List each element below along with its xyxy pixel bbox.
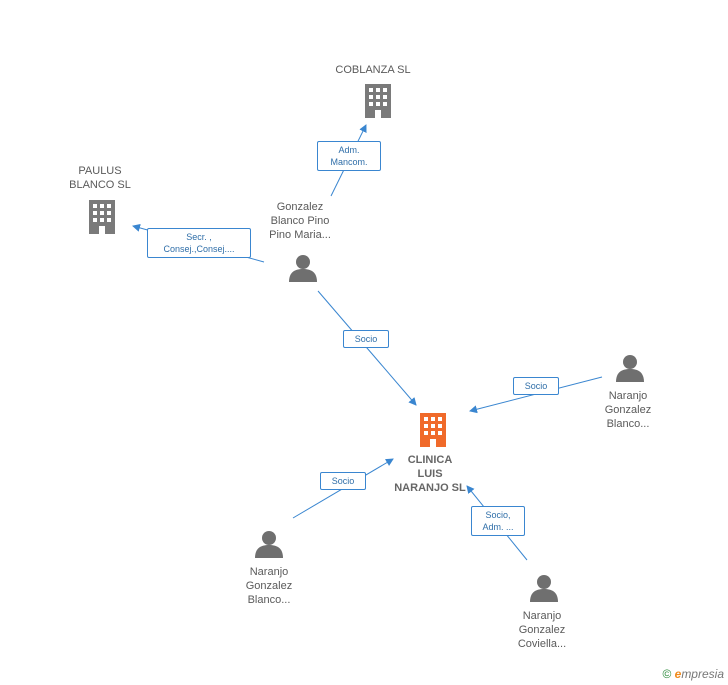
- naranjo-bottom-person-icon[interactable]: [530, 575, 558, 602]
- copyright-symbol: ©: [662, 667, 672, 681]
- empresia-logo-text: mpresia: [681, 667, 724, 681]
- edge-label-socio-left-line1: Socio: [331, 476, 355, 486]
- naranjo-right-person-icon[interactable]: [616, 355, 644, 382]
- naranjo-left-label-line2: Gonzalez: [245, 580, 293, 592]
- empresia-logo-e: e: [674, 667, 682, 681]
- clinica-label-line2: LUIS: [417, 468, 443, 480]
- empresia-footer: © empresia: [662, 667, 724, 681]
- edge-gonzalez-clinica: [317, 290, 417, 406]
- node-paulus[interactable]: PAULUS BLANCO SL: [50, 164, 150, 192]
- edge-label-adm-mancom-line1: Adm.: [338, 145, 360, 155]
- edge-label-adm-mancom-line2: Mancom.: [330, 157, 368, 167]
- edge-label-socio-adm-line2: Adm. ...: [482, 522, 514, 532]
- coblanza-building-icon[interactable]: [365, 84, 391, 118]
- node-naranjo-bottom[interactable]: Naranjo Gonzalez Coviella...: [494, 609, 590, 651]
- naranjo-left-label-line3: Blanco...: [247, 594, 291, 606]
- edge-label-adm-mancom[interactable]: Adm. Mancom.: [317, 141, 381, 171]
- naranjo-right-label-line3: Blanco...: [606, 418, 650, 430]
- edge-label-secr-line2: Consej.,Consej....: [163, 244, 235, 254]
- naranjo-left-person-icon[interactable]: [255, 531, 283, 558]
- node-clinica[interactable]: CLINICA LUIS NARANJO SL: [378, 453, 482, 495]
- gonzalez-label-line1: Gonzalez: [276, 201, 324, 213]
- edge-label-socio-gonzalez[interactable]: Socio: [343, 330, 389, 348]
- node-gonzalez[interactable]: Gonzalez Blanco Pino Pino Maria...: [245, 200, 355, 242]
- naranjo-right-label-line1: Naranjo: [608, 390, 648, 402]
- clinica-label-line1: CLINICA: [407, 454, 453, 466]
- edge-label-secr[interactable]: Secr. , Consej.,Consej....: [147, 228, 251, 258]
- node-naranjo-right[interactable]: Naranjo Gonzalez Blanco...: [580, 389, 676, 431]
- edge-label-socio-adm[interactable]: Socio, Adm. ...: [471, 506, 525, 536]
- paulus-label-line1: PAULUS: [78, 165, 122, 177]
- edge-label-socio-right-line1: Socio: [524, 381, 548, 391]
- clinica-building-icon[interactable]: [420, 413, 446, 447]
- naranjo-bottom-label-line1: Naranjo: [522, 610, 562, 622]
- paulus-label-line2: BLANCO SL: [69, 179, 131, 191]
- naranjo-right-label-line2: Gonzalez: [604, 404, 652, 416]
- edge-label-secr-line1: Secr. ,: [186, 232, 212, 242]
- naranjo-bottom-label-line2: Gonzalez: [518, 624, 566, 636]
- gonzalez-label-line3: Pino Maria...: [269, 229, 331, 241]
- edge-label-socio-right[interactable]: Socio: [513, 377, 559, 395]
- edge-label-socio-gonzalez-line1: Socio: [354, 334, 378, 344]
- paulus-building-icon[interactable]: [89, 200, 115, 234]
- gonzalez-label-line2: Blanco Pino: [270, 215, 330, 227]
- gonzalez-person-icon[interactable]: [289, 255, 317, 282]
- coblanza-label: COBLANZA SL: [335, 64, 411, 76]
- clinica-label-line3: NARANJO SL: [394, 482, 466, 494]
- naranjo-bottom-label-line3: Coviella...: [517, 638, 567, 650]
- edge-label-socio-left[interactable]: Socio: [320, 472, 366, 490]
- node-coblanza[interactable]: COBLANZA SL: [318, 63, 428, 77]
- naranjo-left-label-line1: Naranjo: [249, 566, 289, 578]
- node-naranjo-left[interactable]: Naranjo Gonzalez Blanco...: [221, 565, 317, 607]
- edge-label-socio-adm-line1: Socio,: [485, 510, 511, 520]
